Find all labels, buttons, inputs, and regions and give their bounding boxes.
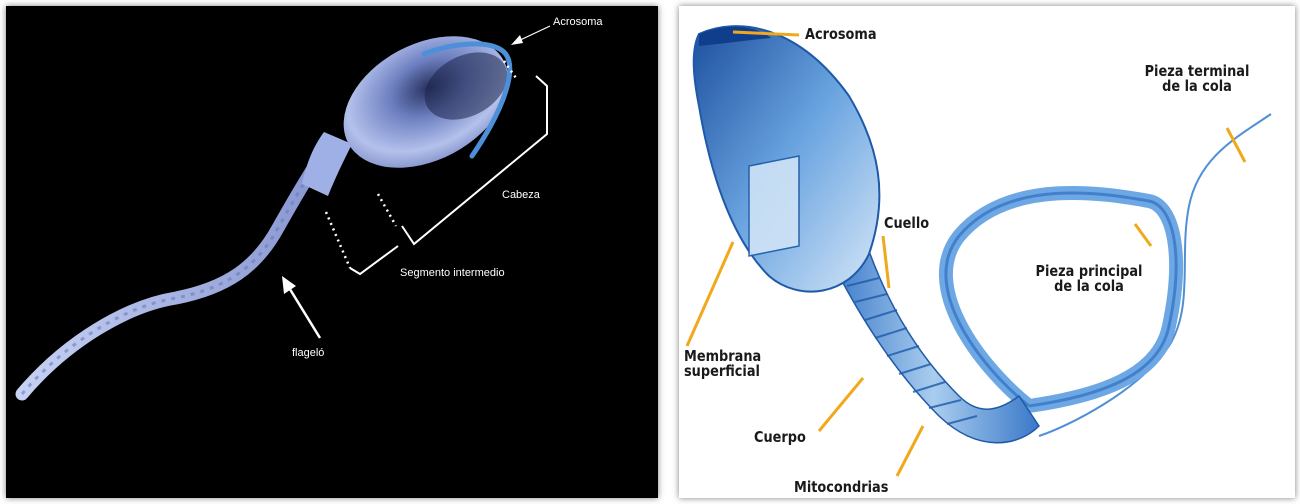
label-mitocondrias: Mitocondrias bbox=[794, 480, 888, 495]
label-flagelo: flageló bbox=[292, 347, 324, 359]
label-membrana-superficial: Membrana superficial bbox=[684, 349, 761, 379]
flagellum-shape bbox=[22, 156, 321, 394]
right-diagram-panel: Acrosoma Pieza terminal de la cola Cuell… bbox=[679, 6, 1295, 498]
label-pieza-terminal-line2: de la cola bbox=[1128, 79, 1266, 94]
principal-tail-loop bbox=[946, 193, 1176, 406]
label-cabeza: Cabeza bbox=[502, 189, 540, 201]
sperm-micrograph bbox=[6, 6, 658, 498]
label-pieza-principal: Pieza principal de la cola bbox=[1020, 264, 1158, 294]
label-acrosoma-left: Acrosoma bbox=[553, 16, 603, 28]
label-pieza-terminal: Pieza terminal de la cola bbox=[1128, 64, 1266, 94]
label-membrana-line2: superficial bbox=[684, 364, 761, 379]
left-diagram-panel: Acrosoma Cabeza Segmento intermedio flag… bbox=[6, 6, 658, 498]
body-midpiece bbox=[829, 251, 1039, 443]
label-segmento-intermedio: Segmento intermedio bbox=[400, 267, 505, 279]
midpiece-shape bbox=[302, 132, 352, 196]
label-pieza-principal-line2: de la cola bbox=[1020, 279, 1158, 294]
label-cuello: Cuello bbox=[884, 216, 929, 231]
label-acrosoma-right: Acrosoma bbox=[805, 27, 877, 42]
label-cuerpo: Cuerpo bbox=[754, 430, 806, 445]
segmento-bracket bbox=[350, 246, 398, 274]
